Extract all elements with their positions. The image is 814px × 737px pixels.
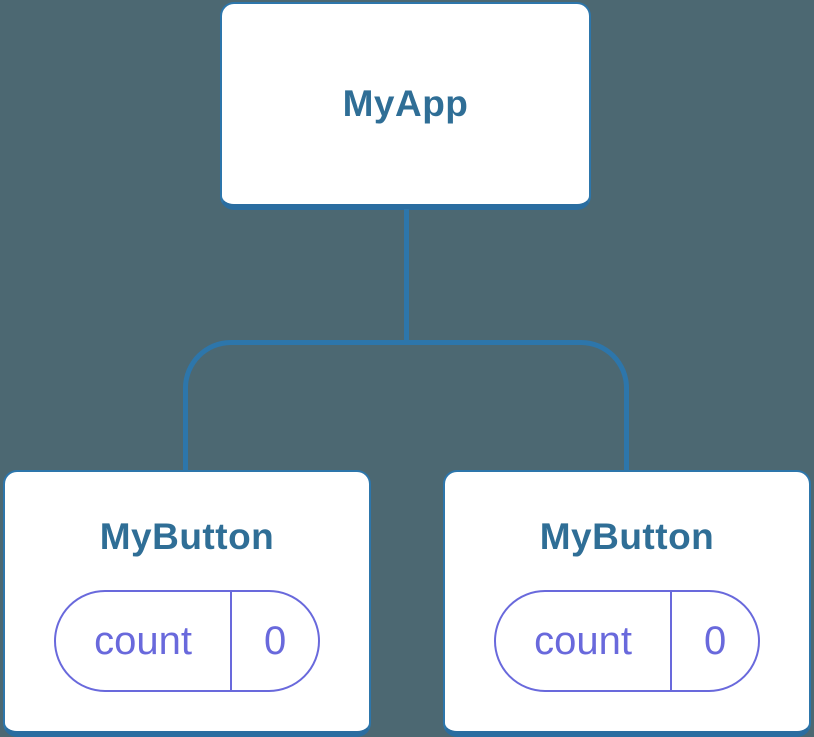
component-label: MyButton	[99, 516, 275, 557]
state-value: 0	[263, 618, 287, 663]
component-node-myapp: MyApp	[220, 2, 591, 210]
state-pill: count 0	[54, 590, 320, 692]
state-key: count	[56, 592, 233, 690]
component-node-mybutton-2: MyButton count 0	[443, 470, 811, 737]
state-value: 0	[703, 618, 727, 663]
component-node-mybutton-1: MyButton count 0	[3, 470, 371, 737]
component-label: MyApp	[342, 83, 469, 124]
component-label: MyButton	[539, 516, 715, 557]
state-pill: count 0	[494, 590, 760, 692]
state-key: count	[496, 592, 673, 690]
connector-stem	[404, 209, 409, 343]
connector-branch	[183, 340, 629, 470]
